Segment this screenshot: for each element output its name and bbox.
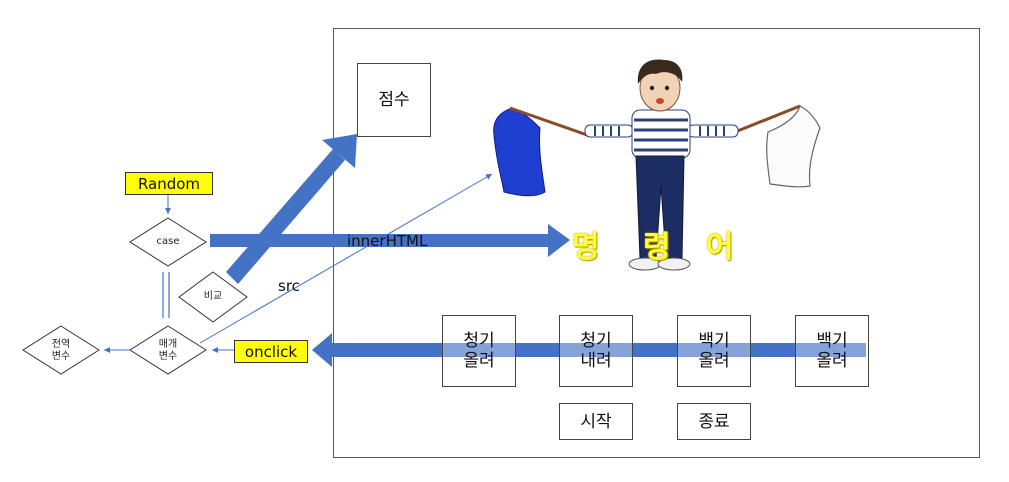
global-var-label: 전역 변수 (51, 339, 71, 362)
onclick-arrow-head (312, 333, 332, 367)
white-flag-up-button-2[interactable]: 백기 올려 (795, 315, 869, 387)
white-flag-stick (734, 104, 801, 134)
global-var-diamond (22, 325, 100, 375)
score-box: 점수 (357, 63, 431, 137)
src-label: src (278, 277, 300, 295)
score-arrow-shaft (226, 149, 345, 284)
white-flag-up-button[interactable]: 백기 올려 (677, 315, 751, 387)
score-arrow-head (322, 134, 357, 168)
command-char-1: 명 (572, 230, 600, 265)
blue-flag-down-button[interactable]: 청기 내려 (559, 315, 633, 387)
hair (637, 59, 683, 84)
case-diamond (129, 217, 207, 267)
case-label: case (156, 236, 180, 247)
score-label: 점수 (378, 90, 410, 110)
blue-flag (493, 107, 546, 197)
command-char-3: 어 (706, 230, 734, 265)
innerhtml-arrow-shaft (210, 234, 550, 247)
white-flag (766, 105, 821, 188)
start-button[interactable]: 시작 (559, 403, 633, 440)
innerhtml-arrow-head (548, 224, 570, 257)
src-arrow (199, 173, 493, 344)
blue-flag-stick (509, 106, 591, 138)
right-shoe (657, 257, 691, 271)
compare-label: 비교 (203, 291, 223, 302)
innerhtml-label: innerHTML (347, 232, 428, 250)
blue-flag-up-button[interactable]: 청기 올려 (442, 315, 516, 387)
random-label: Random (125, 172, 213, 195)
end-button[interactable]: 종료 (677, 403, 751, 440)
param-var-diamond (129, 325, 207, 375)
command-char-2: 령 (643, 230, 671, 265)
onclick-label: onclick (234, 340, 308, 363)
onclick-arrow-shaft (330, 343, 866, 357)
compare-diamond (178, 271, 248, 323)
param-var-label: 매개 변수 (158, 339, 178, 362)
